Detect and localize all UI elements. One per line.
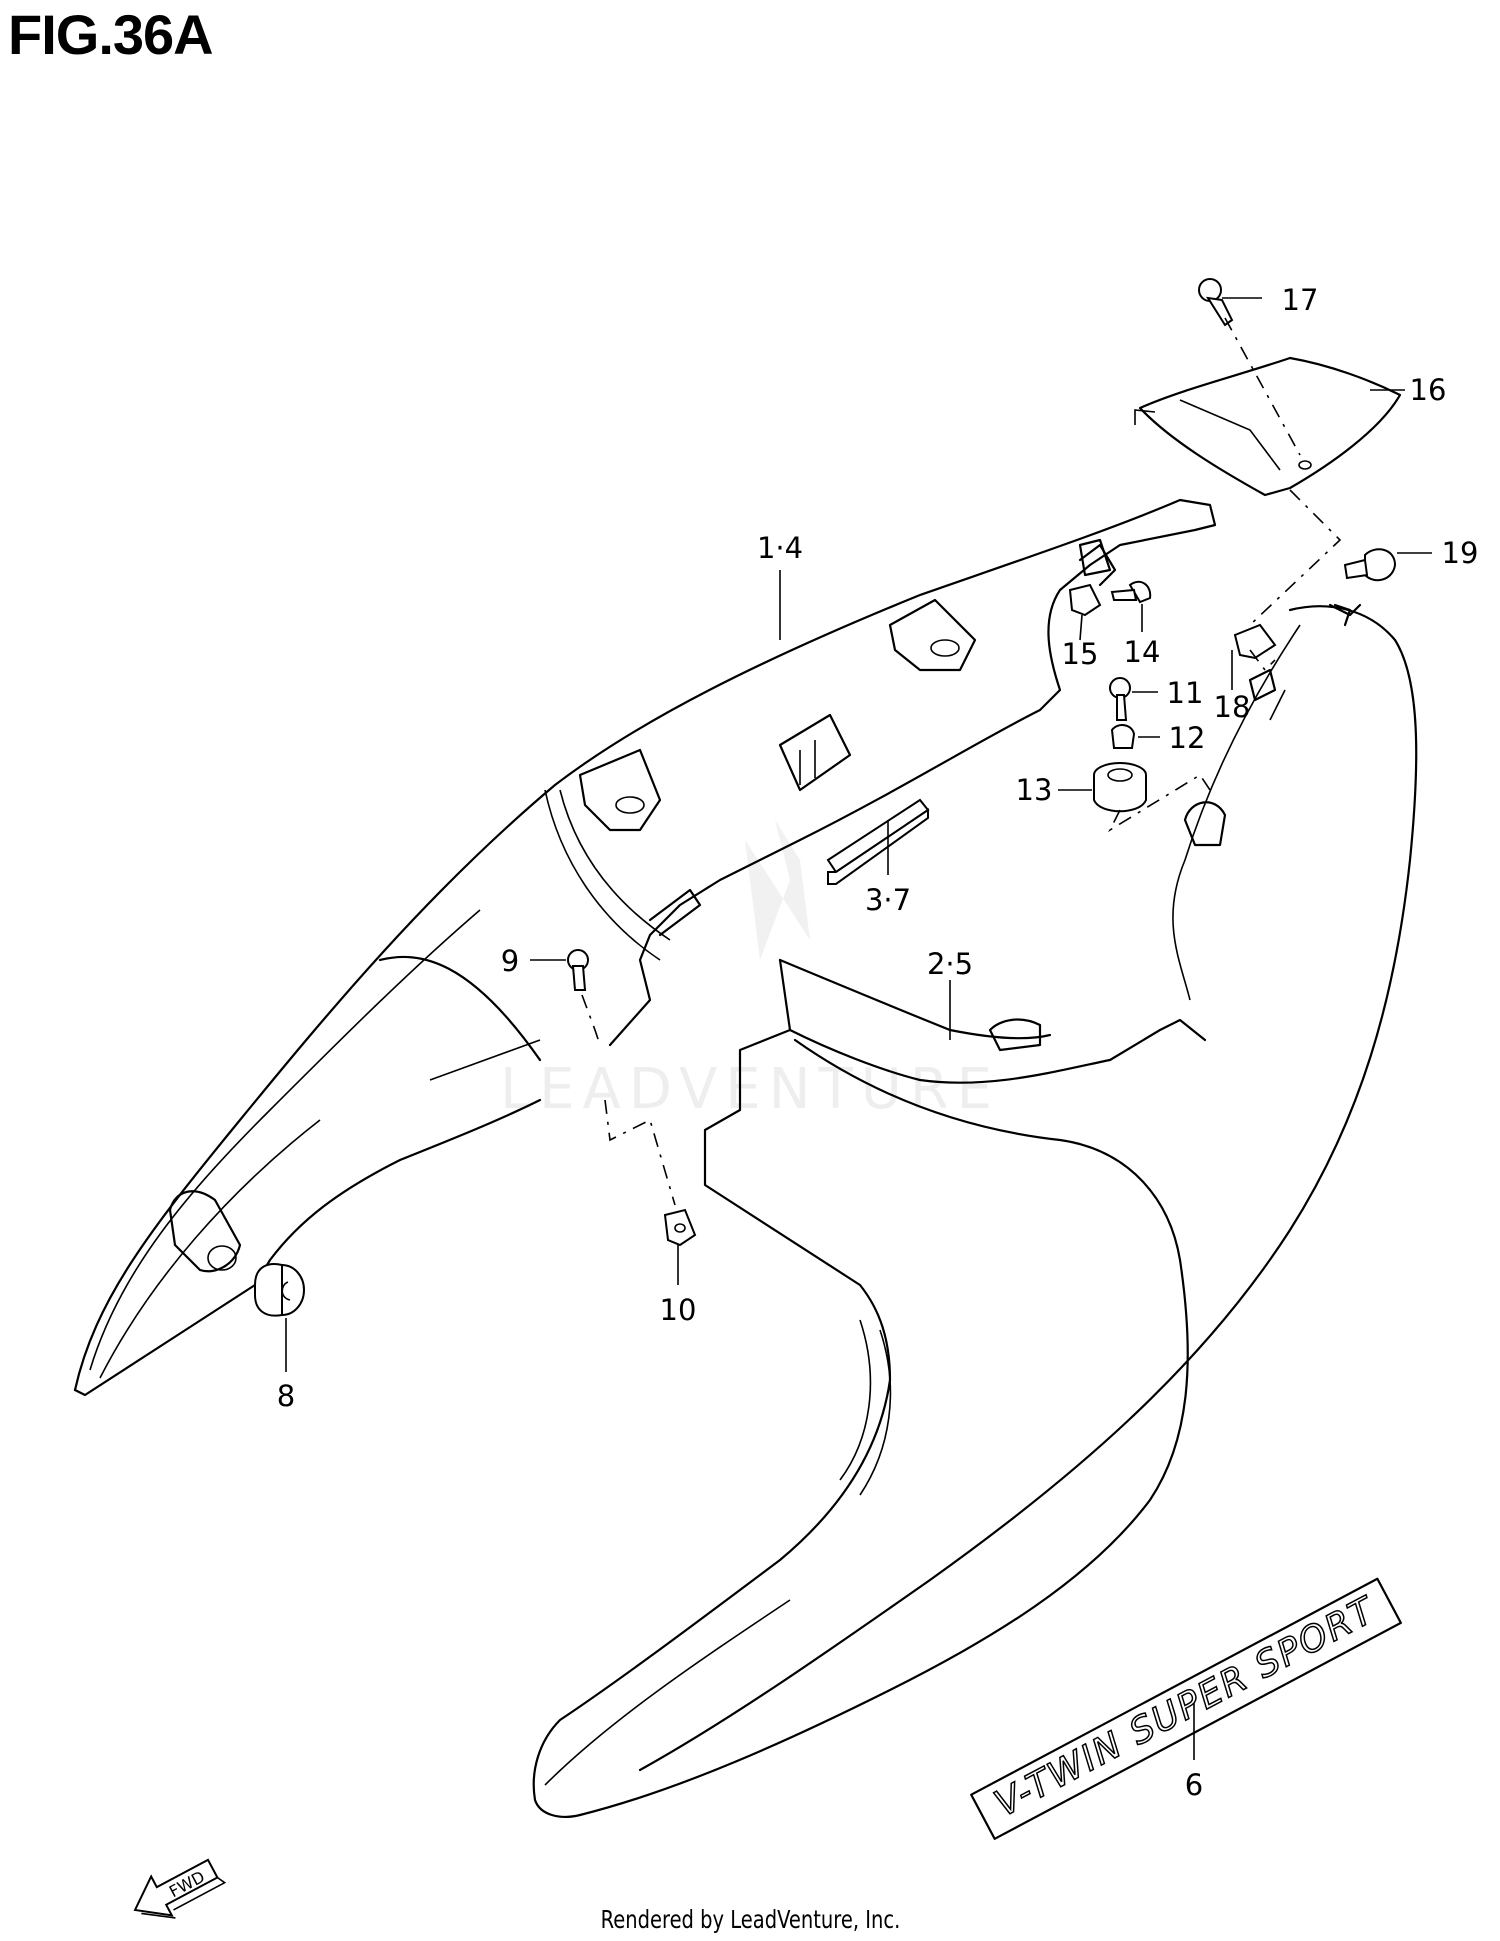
seat-cover-plate — [1134, 356, 1402, 497]
figure-title: FIG.36A — [8, 3, 214, 66]
watermark-text: LEADVENTURE — [500, 1057, 1000, 1122]
callout-15: 15 — [1062, 637, 1099, 671]
callout-13: 13 — [1016, 773, 1053, 807]
nut-10 — [663, 1208, 697, 1247]
seat-tail-cowl — [73, 498, 1217, 1397]
callout-8: 8 — [277, 1379, 295, 1413]
leader-lines — [285, 297, 1432, 1760]
screw-9 — [567, 949, 589, 991]
callout-16: 16 — [1410, 373, 1447, 407]
screw-17 — [1198, 278, 1234, 327]
callout-17: 17 — [1282, 283, 1319, 317]
callout-labels: 1·4 2·5 3·7 6 8 9 10 11 12 13 14 15 16 1… — [277, 283, 1479, 1802]
callout-9: 9 — [501, 944, 519, 978]
right-tail-cowl — [532, 603, 1418, 1818]
clip-19 — [1343, 548, 1397, 582]
nut-15 — [1068, 543, 1117, 617]
watermark: LEADVENTURE — [500, 820, 1000, 1122]
callout-3-7: 3·7 — [865, 883, 911, 917]
callout-11: 11 — [1167, 676, 1204, 710]
callout-6: 6 — [1185, 1768, 1203, 1802]
callout-19: 19 — [1442, 536, 1479, 570]
grommet-8 — [254, 1263, 305, 1317]
screw-11 — [1109, 677, 1131, 721]
nut-18 — [1233, 623, 1277, 660]
callout-1-4: 1·4 — [757, 531, 803, 565]
callout-2-5: 2·5 — [927, 947, 973, 981]
grommet-12 — [1110, 724, 1136, 749]
callout-12: 12 — [1169, 721, 1206, 755]
assembly-lines — [581, 317, 1342, 1206]
screw-14 — [1110, 580, 1152, 604]
cushion-strip — [826, 798, 930, 885]
damper-13 — [1093, 762, 1147, 813]
callout-14: 14 — [1124, 635, 1161, 669]
callout-18: 18 — [1214, 690, 1251, 724]
callout-10: 10 — [660, 1293, 697, 1327]
footer-credit: Rendered by LeadVenture, Inc. — [600, 1905, 901, 1934]
